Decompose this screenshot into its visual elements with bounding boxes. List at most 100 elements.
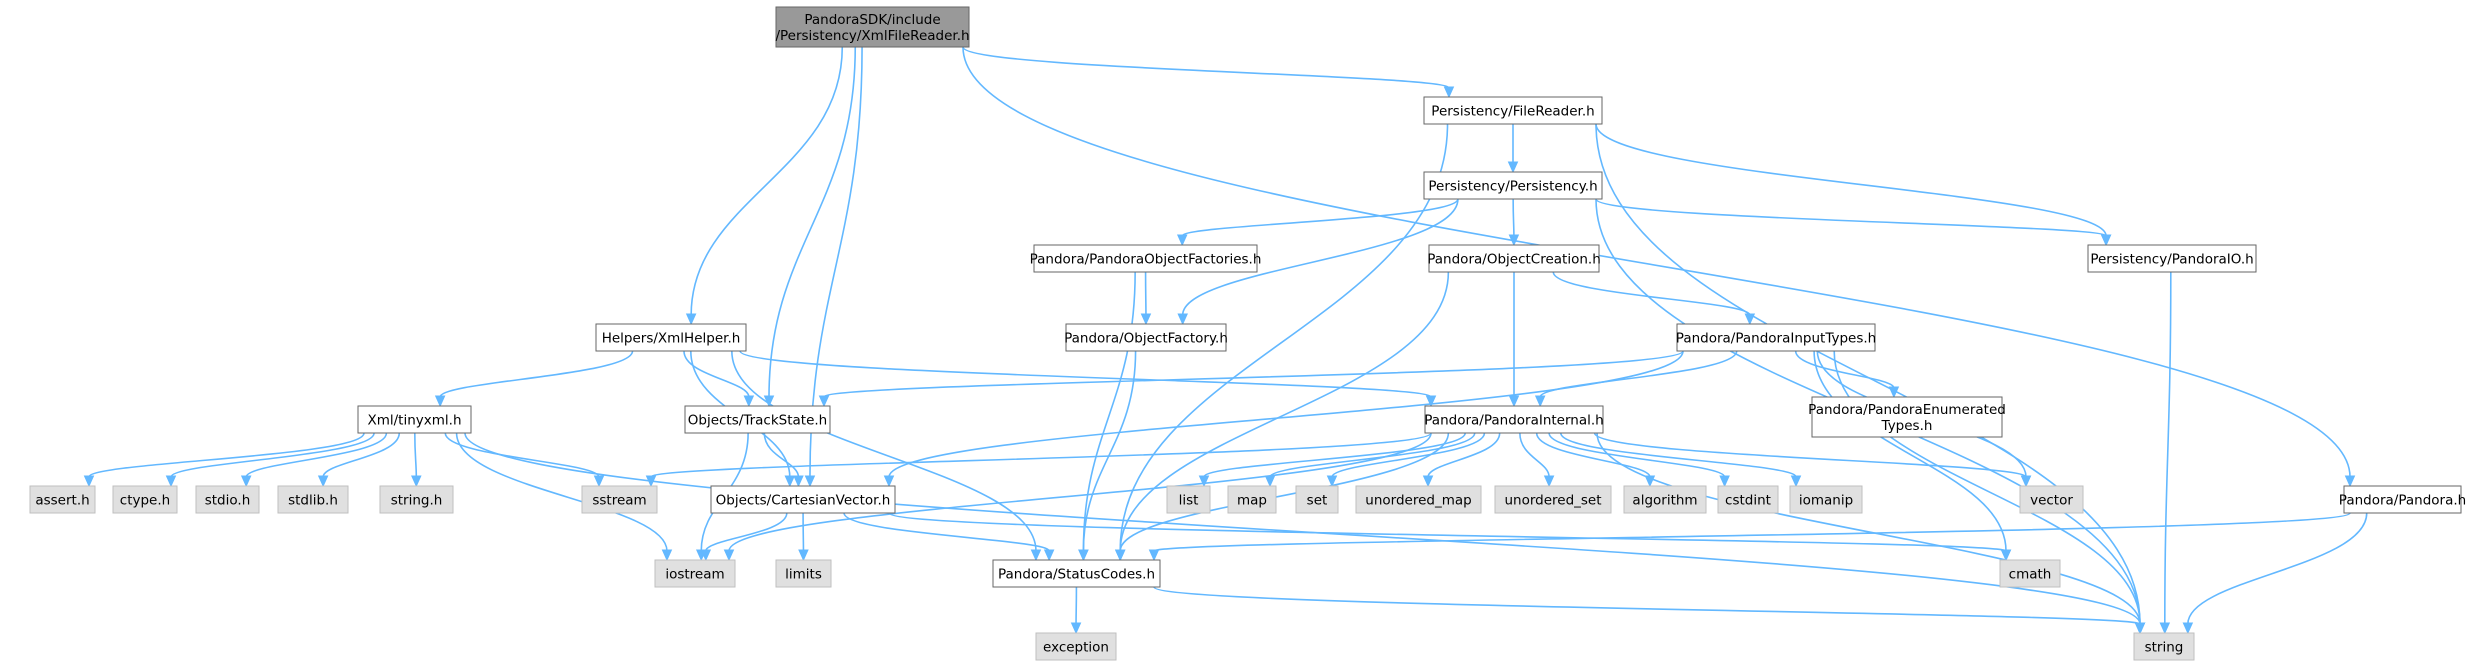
edge-status_codes-to-string (1153, 586, 2141, 625)
edge-tinyxml-to-assert_h (88, 432, 365, 478)
arrowhead-pandora_internal-to-list (1198, 475, 1210, 488)
node-tinyxml[interactable]: Xml/tinyxml.h (357, 405, 472, 434)
arrowhead-pandora_internal-to-status_codes (1114, 549, 1126, 562)
node-label: Pandora/ObjectFactory.h (1064, 331, 1228, 347)
node-label: /Persistency/XmlFileReader.h (775, 28, 969, 44)
arrowhead-root-to-cartesian_vector (804, 475, 816, 488)
arrowhead-pandora_internal-to-cstdint (1719, 475, 1730, 488)
node-label: Pandora/PandoraObjectFactories.h (1030, 252, 1262, 268)
node-pandora-io[interactable]: Persistency/PandoraIO.h (2087, 244, 2257, 273)
node-box (1295, 485, 1339, 514)
node-object-factories[interactable]: Pandora/PandoraObjectFactories.h (1030, 244, 1262, 273)
edge-persistency-to-object_factories (1181, 198, 1459, 237)
node-list: list (1166, 485, 1211, 514)
edge-pandora_internal-to-unordered_set (1519, 432, 1550, 478)
node-label: unordered_map (1365, 493, 1471, 509)
edge-input_types-to-track_state (823, 350, 1684, 398)
node-object-creation[interactable]: Pandora/ObjectCreation.h (1427, 244, 1601, 273)
node-limits: limits (775, 559, 832, 588)
arrowhead-tinyxml-to-string_h (411, 475, 422, 488)
node-status-codes[interactable]: Pandora/StatusCodes.h (992, 559, 1161, 588)
node-file-reader[interactable]: Persistency/FileReader.h (1423, 96, 1603, 125)
node-persistency[interactable]: Persistency/Persistency.h (1423, 171, 1603, 200)
edge-root-to-file_reader (962, 46, 1450, 89)
arrowhead-status_codes-to-string (2134, 622, 2146, 635)
node-label: list (1179, 493, 1199, 509)
edge-object_factory-to-status_codes (1082, 350, 1137, 552)
arrowhead-pandora_internal-to-unordered_set (1543, 475, 1555, 488)
edge-xml_helper-to-pandora_internal (739, 350, 1432, 398)
arrowhead-pandora_internal-to-unordered_map (1422, 475, 1434, 488)
node-box (1227, 485, 1277, 514)
node-label: Objects/CartesianVector.h (716, 493, 891, 509)
node-vector: vector (2019, 485, 2084, 514)
edge-persistency-to-object_factory (1181, 198, 1459, 316)
node-cartesian-vector[interactable]: Objects/CartesianVector.h (710, 485, 896, 514)
arrowhead-persistency-to-object_creation (1508, 234, 1520, 247)
node-root[interactable]: PandoraSDK/include/Persistency/XmlFileRe… (775, 6, 970, 48)
node-label: limits (785, 567, 822, 583)
arrowhead-xml_helper-to-tinyxml (434, 395, 446, 408)
node-box (1789, 485, 1863, 514)
edge-pandora_h-to-string (2187, 512, 2368, 625)
arrowhead-pandora_internal-to-map (1264, 475, 1276, 488)
arrowhead-persistency-to-object_factory (1177, 313, 1188, 326)
node-box (595, 323, 747, 352)
node-label: vector (2030, 493, 2073, 509)
node-pandora-internal[interactable]: Pandora/PandoraInternal.h (1424, 405, 1604, 434)
node-label: Xml/tinyxml.h (367, 413, 461, 429)
arrowhead-input_types-to-pandora_internal (1534, 395, 1546, 408)
arrowhead-track_state-to-cartesian_vector (793, 475, 804, 488)
edge-cartesian_vector-to-iostream (705, 512, 788, 552)
node-label: stdio.h (205, 493, 251, 509)
arrowhead-pandora_internal-to-vector (2020, 475, 2032, 488)
arrowhead-persistency-to-object_factories (1176, 234, 1188, 247)
arrowhead-input_types-to-track_state (818, 395, 830, 408)
arrowhead-xml_helper-to-cartesian_vector (784, 475, 796, 488)
node-box (277, 485, 349, 514)
node-pandora-h[interactable]: Pandora/Pandora.h (2339, 485, 2466, 514)
edge-pandora_internal-to-iostream (728, 432, 1432, 552)
node-algorithm: algorithm (1623, 485, 1707, 514)
edge-track_state-to-cartesian_vector (763, 432, 800, 478)
node-label: iostream (665, 567, 724, 583)
edge-tinyxml-to-ctype_h (170, 432, 375, 478)
node-stdio-h: stdio.h (195, 485, 260, 514)
node-label: algorithm (1632, 493, 1697, 509)
node-label: unordered_set (1504, 493, 1601, 509)
node-box (2133, 632, 2195, 661)
node-label: Objects/TrackState.h (688, 413, 827, 429)
node-label: set (1307, 493, 1328, 509)
node-box (581, 485, 658, 514)
node-label: stdlib.h (288, 493, 338, 509)
node-track-state[interactable]: Objects/TrackState.h (684, 405, 831, 434)
node-unordered-map: unordered_map (1355, 485, 1482, 514)
node-exception: exception (1035, 632, 1117, 661)
node-label: map (1237, 493, 1267, 509)
node-label: Pandora/StatusCodes.h (998, 567, 1155, 583)
edge-input_types-to-enumerated_types (1794, 350, 1895, 389)
node-box (195, 485, 260, 514)
node-box (1811, 396, 2003, 438)
edge-root-to-pandora_h (962, 46, 2351, 478)
edge-pandora_internal-to-set (1331, 432, 1486, 478)
arrowhead-cartesian_vector-to-status_codes (1043, 549, 1055, 562)
arrowhead-root-to-pandora_h (2344, 475, 2356, 488)
arrowhead-tinyxml-to-iostream (661, 549, 673, 562)
edge-input_types-to-string (1833, 350, 2141, 625)
node-box (1065, 323, 1227, 352)
node-iostream: iostream (654, 559, 736, 588)
dependency-edges (83, 46, 2368, 635)
edge-object_creation-to-input_types (1552, 271, 1751, 316)
node-object-factory[interactable]: Pandora/ObjectFactory.h (1064, 323, 1228, 352)
node-box (2343, 485, 2462, 514)
node-input-types[interactable]: Pandora/PandoraInputTypes.h (1676, 323, 1876, 352)
edge-tinyxml-to-stdlib_h (322, 432, 401, 478)
edge-tinyxml-to-stdio_h (245, 432, 388, 478)
node-box (1999, 559, 2061, 588)
node-box (992, 559, 1161, 588)
arrowhead-cartesian_vector-to-cmath (2000, 549, 2012, 562)
node-xml-helper[interactable]: Helpers/XmlHelper.h (595, 323, 747, 352)
node-label: cstdint (1725, 493, 1771, 509)
